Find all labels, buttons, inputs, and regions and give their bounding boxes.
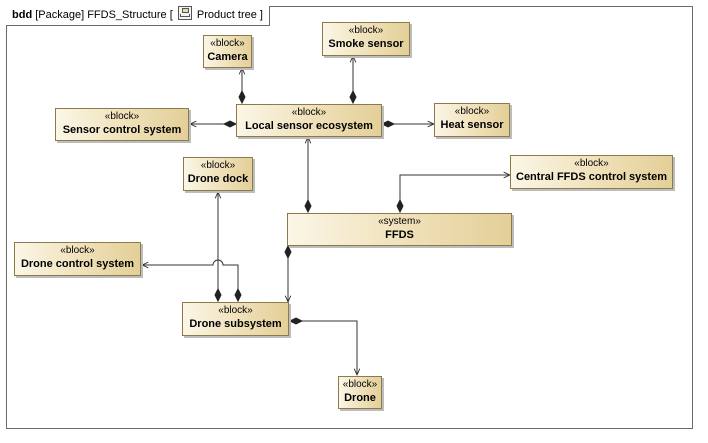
block-heat-sensor[interactable]: «block» Heat sensor xyxy=(434,103,510,137)
block-name: Drone subsystem xyxy=(189,318,282,330)
block-smoke-sensor[interactable]: «block» Smoke sensor xyxy=(322,22,410,56)
composition-diamond xyxy=(238,89,246,105)
block-stereotype: «block» xyxy=(574,158,609,169)
block-local-sensor-ecosystem[interactable]: «block» Local sensor ecosystem xyxy=(236,104,382,137)
block-stereotype: «block» xyxy=(104,111,140,122)
package-label: [Package] FFDS_Structure [ xyxy=(35,9,173,21)
close-bracket: ] xyxy=(259,9,263,21)
block-stereotype: «block» xyxy=(348,25,384,36)
block-drone-subsystem[interactable]: «block» Drone subsystem xyxy=(182,302,289,336)
block-stereotype: «block» xyxy=(291,107,327,118)
block-name: Camera xyxy=(207,51,248,63)
composition-diamond xyxy=(349,89,357,105)
block-stereotype: «block» xyxy=(342,379,378,390)
block-stereotype: «system» xyxy=(378,216,421,227)
block-stereotype: «block» xyxy=(210,38,245,49)
composition-diamond xyxy=(380,120,396,128)
composition-diamond xyxy=(214,287,222,303)
block-name: Central FFDS control system xyxy=(516,171,667,183)
block-name: FFDS xyxy=(385,229,414,241)
diagram-name: Product tree xyxy=(196,9,257,21)
product-tree-icon xyxy=(177,6,192,20)
block-name: Heat sensor xyxy=(440,119,504,131)
relation-dronesub-dronecontrol xyxy=(142,259,239,301)
composition-diamond xyxy=(396,198,404,214)
diagram-frame-header: bdd [Package] FFDS_Structure [ Product t… xyxy=(6,6,270,26)
composition-diamond xyxy=(284,244,292,260)
relation-dronesub-drone xyxy=(290,320,357,375)
composition-diamond xyxy=(234,287,242,303)
block-sensor-control-system[interactable]: «block» Sensor control system xyxy=(55,108,189,141)
block-stereotype: «block» xyxy=(200,160,236,171)
block-ffds[interactable]: «system» FFDS xyxy=(287,213,512,246)
diagram-kind: bdd xyxy=(12,9,33,21)
relation-ffds-central xyxy=(399,175,510,212)
block-name: Drone xyxy=(344,392,376,404)
block-stereotype: «block» xyxy=(218,305,253,316)
block-stereotype: «block» xyxy=(454,106,490,117)
block-name: Drone dock xyxy=(187,173,249,185)
block-name: Smoke sensor xyxy=(328,38,404,50)
block-name: Drone control system xyxy=(20,258,135,270)
block-drone-dock[interactable]: «block» Drone dock xyxy=(183,157,253,191)
block-name: Local sensor ecosystem xyxy=(245,120,373,132)
block-central-ffds-control-system[interactable]: «block» Central FFDS control system xyxy=(510,155,673,189)
block-name: Sensor control system xyxy=(62,124,182,136)
composition-diamond xyxy=(304,198,312,214)
block-stereotype: «block» xyxy=(60,245,95,256)
block-drone-control-system[interactable]: «block» Drone control system xyxy=(14,242,141,276)
block-camera[interactable]: «block» Camera xyxy=(203,35,252,68)
block-drone[interactable]: «block» Drone xyxy=(338,376,382,409)
composition-diamond xyxy=(288,317,304,325)
composition-diamond xyxy=(222,120,238,128)
